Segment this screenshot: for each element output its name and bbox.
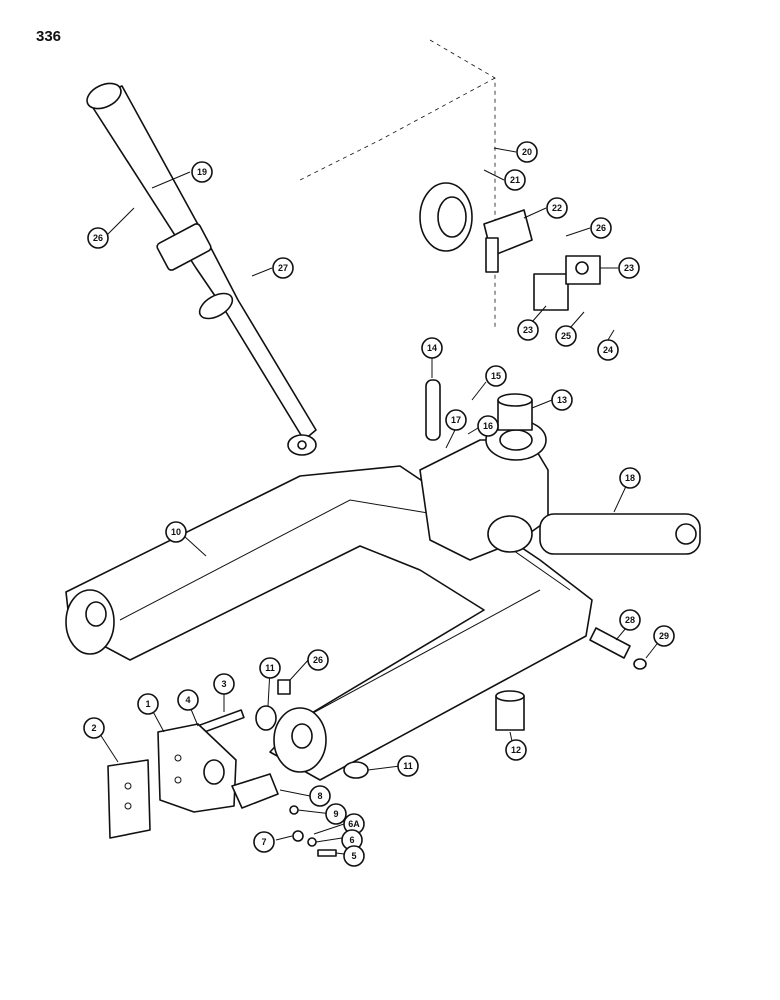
- callout-23-right: 23: [618, 257, 640, 279]
- callout-label: 29: [659, 631, 669, 641]
- callout-label: 15: [491, 371, 501, 381]
- callout-label: 3: [221, 679, 226, 689]
- callout-12: 12: [505, 739, 527, 761]
- callout-label: 18: [625, 473, 635, 483]
- callout-label: 27: [278, 263, 288, 273]
- callout-29: 29: [653, 625, 675, 647]
- callout-label: 11: [265, 663, 275, 673]
- callout-label: 23: [624, 263, 634, 273]
- callout-15: 15: [485, 365, 507, 387]
- callout-20: 20: [516, 141, 538, 163]
- steering-cylinder: [86, 82, 317, 456]
- callout-17: 17: [445, 409, 467, 431]
- callout-9: 9: [325, 803, 347, 825]
- callout-label: 4: [185, 695, 190, 705]
- callout-3: 3: [213, 673, 235, 695]
- callout-21: 21: [504, 169, 526, 191]
- callout-label: 28: [625, 615, 635, 625]
- callout-label: 16: [483, 421, 493, 431]
- callout-label: 25: [561, 331, 571, 341]
- callout-16: 16: [477, 415, 499, 437]
- leader-lines: [95, 147, 661, 855]
- callout-label: 17: [451, 415, 461, 425]
- callout-2: 2: [83, 717, 105, 739]
- callout-label: 13: [557, 395, 567, 405]
- callout-11-lower: 11: [397, 755, 419, 777]
- callout-13: 13: [551, 389, 573, 411]
- callout-18: 18: [619, 467, 641, 489]
- callout-26-lower: 26: [307, 649, 329, 671]
- callout-14: 14: [421, 337, 443, 359]
- callout-label: 14: [427, 343, 437, 353]
- callout-19: 19: [191, 161, 213, 183]
- callout-label: 10: [171, 527, 181, 537]
- tractor-outline: [299, 39, 496, 330]
- callout-label: 11: [403, 761, 413, 771]
- callout-4: 4: [177, 689, 199, 711]
- callout-23-left: 23: [517, 319, 539, 341]
- callout-8: 8: [309, 785, 331, 807]
- callout-28: 28: [619, 609, 641, 631]
- callout-label: 19: [197, 167, 207, 177]
- callout-22: 22: [546, 197, 568, 219]
- callout-6: 6: [341, 829, 363, 851]
- callout-label: 26: [313, 655, 323, 665]
- callout-label: 26: [93, 233, 103, 243]
- lift-cylinder: [487, 513, 701, 555]
- callout-1: 1: [137, 693, 159, 715]
- callout-24: 24: [597, 339, 619, 361]
- loose-parts: [107, 627, 647, 857]
- callout-label: 6A: [348, 819, 360, 829]
- callout-11-upper: 11: [259, 657, 281, 679]
- callout-label: 12: [511, 745, 521, 755]
- callout-label: 8: [317, 791, 322, 801]
- callout-label: 23: [523, 325, 533, 335]
- callout-26-upper-right: 26: [590, 217, 612, 239]
- callout-25: 25: [555, 325, 577, 347]
- callout-10: 10: [165, 521, 187, 543]
- callout-label: 5: [351, 851, 356, 861]
- callout-5: 5: [343, 845, 365, 867]
- callout-7: 7: [253, 831, 275, 853]
- callout-label: 1: [145, 699, 150, 709]
- callout-label: 24: [603, 345, 613, 355]
- callout-label: 6: [349, 835, 354, 845]
- callout-label: 21: [510, 175, 520, 185]
- page-number: 336: [36, 28, 62, 45]
- axle-pivot-bracket: [419, 182, 601, 311]
- callout-26-upper-left: 26: [87, 227, 109, 249]
- callout-label: 20: [522, 147, 532, 157]
- callout-label: 7: [261, 837, 266, 847]
- callout-label: 22: [552, 203, 562, 213]
- callout-label: 9: [333, 809, 338, 819]
- callout-label: 2: [91, 723, 96, 733]
- callout-27: 27: [272, 257, 294, 279]
- callout-label: 26: [596, 223, 606, 233]
